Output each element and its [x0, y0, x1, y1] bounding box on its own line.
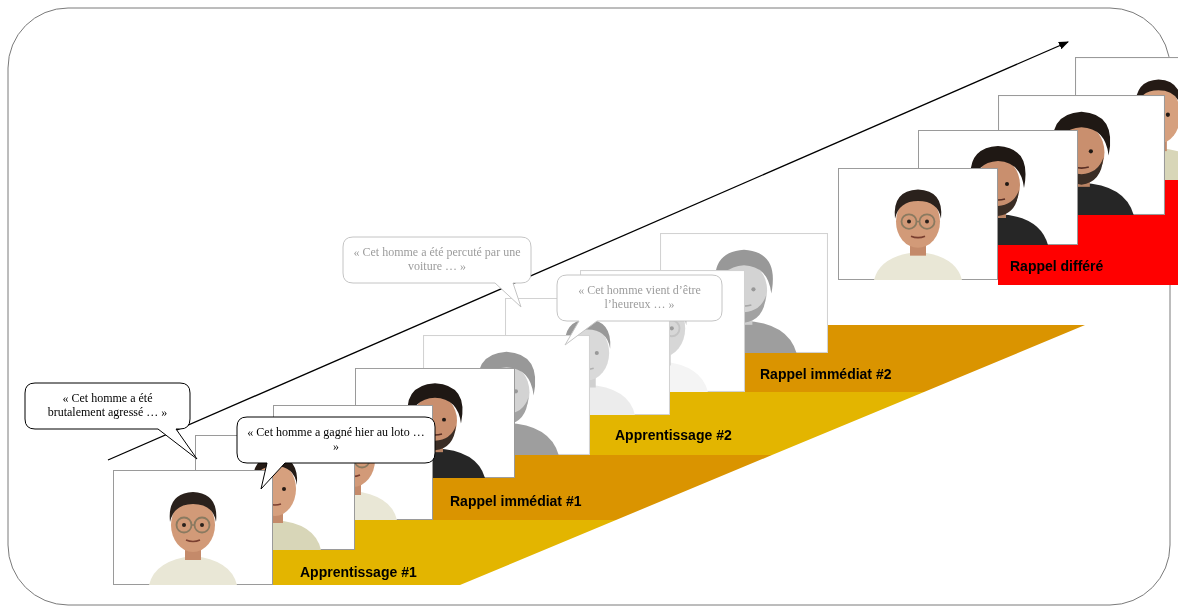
band-fill — [745, 325, 1085, 392]
bubble-shape — [237, 417, 435, 489]
phase-label: Rappel différé — [1010, 258, 1103, 274]
outer-frame — [8, 8, 1170, 605]
bubble-shape — [25, 383, 197, 459]
phase-band: Apprentissage #1 — [273, 520, 616, 585]
phase-label: Apprentissage #2 — [615, 427, 732, 443]
phase-label: Rappel immédiat #2 — [760, 366, 892, 382]
time-arrow — [108, 42, 1068, 460]
speech-text: « Cet homme a été percuté par une voitur… — [353, 245, 521, 274]
speech-bubble: « Cet homme a été percuté par une voitur… — [343, 237, 531, 283]
band-fill — [590, 392, 924, 455]
bubble-shape — [343, 237, 531, 307]
phase-label: Apprentissage #1 — [300, 564, 417, 580]
speech-bubble: « Cet homme vient d’être l’heureux … » — [557, 275, 722, 321]
band-fill — [273, 520, 616, 585]
speech-bubble: « Cet homme a été brutalement agressé … … — [25, 383, 190, 429]
speech-text: « Cet homme vient d’être l’heureux … » — [567, 283, 712, 312]
band-shape — [590, 392, 924, 455]
phase-band: Rappel immédiat #1 — [433, 455, 772, 520]
phase-band: Apprentissage #2 — [590, 392, 924, 455]
bubble-shape — [557, 275, 722, 345]
face-photo — [114, 471, 273, 586]
band-fill — [998, 180, 1178, 285]
phase-label: Rappel immédiat #1 — [450, 493, 582, 509]
speech-text: « Cet homme a gagné hier au loto … » — [247, 425, 425, 454]
band-fill — [433, 455, 772, 520]
speech-bubble: « Cet homme a gagné hier au loto … » — [237, 417, 435, 463]
band-shape — [433, 455, 772, 520]
phase-band: Rappel différé — [998, 180, 1178, 285]
face-photo — [839, 168, 998, 280]
phase-band: Rappel immédiat #2 — [745, 325, 1085, 392]
speech-text: « Cet homme a été brutalement agressé … … — [35, 391, 180, 420]
